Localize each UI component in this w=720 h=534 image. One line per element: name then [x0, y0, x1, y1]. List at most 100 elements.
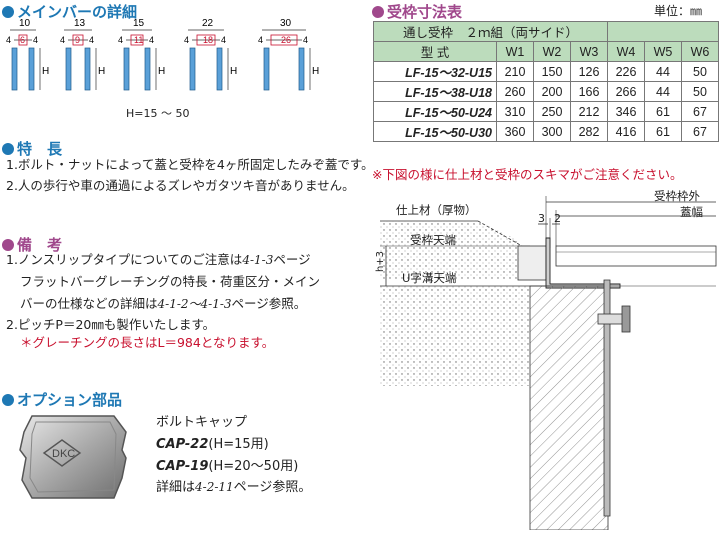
- mainbar-width-label: 15: [133, 18, 145, 29]
- table-row: LF-15～50-U24 310 250 212 346 61 67: [373, 101, 719, 122]
- cap22-line: CAP-22(H=15用): [156, 433, 269, 452]
- notes-text: ページ: [273, 252, 311, 267]
- mainbar-h-label: H: [230, 66, 237, 77]
- value-cell: 360: [496, 121, 534, 142]
- options-title: オプション部品: [2, 389, 122, 410]
- mainbar-inner-label: 18: [203, 35, 213, 45]
- mainbar-width-label: 30: [280, 18, 292, 29]
- bullet-icon: [2, 239, 14, 251]
- mainbar-side-label: 4: [6, 35, 11, 45]
- value-cell: 266: [607, 81, 645, 102]
- cap19-model: CAP-19: [156, 459, 209, 474]
- bolt-cap-image: DKC: [18, 410, 128, 504]
- col-header: W6: [681, 41, 719, 62]
- frame-outer-label: 受枠枠外: [654, 189, 700, 203]
- value-cell: 300: [533, 121, 571, 142]
- mainbar-bar: [144, 47, 151, 91]
- table-group-header: 通し受枠 ２ｍ組（両サイド）: [373, 21, 608, 42]
- mainbar-bar: [65, 47, 72, 91]
- ref-text: ページ参照。: [233, 480, 312, 495]
- model-cell: LF-15～32-U15: [373, 61, 497, 82]
- value-cell: 200: [533, 81, 571, 102]
- mainbar-side-label: 4: [118, 35, 123, 45]
- cap22-model: CAP-22: [156, 437, 209, 452]
- finish-label: 仕上材（厚物）: [396, 203, 477, 217]
- col-header: W1: [496, 41, 534, 62]
- value-cell: 346: [607, 101, 645, 122]
- value-cell: 61: [644, 121, 682, 142]
- gap3-label: 3: [538, 212, 545, 225]
- ref-text: 詳細は: [156, 480, 196, 495]
- model-cell: LF-15～50-U24: [373, 101, 497, 122]
- cap19-spec: (H=20～50用): [208, 459, 299, 474]
- mainbar-side-label: 4: [149, 35, 154, 45]
- notes-title: 備 考: [2, 234, 62, 255]
- notes-text: バーの仕様などの詳細は: [20, 296, 158, 311]
- value-cell: 50: [681, 81, 719, 102]
- mainbar-width-label: 13: [74, 18, 86, 29]
- value-cell: 61: [644, 101, 682, 122]
- cap-ref-line: 詳細は4-2-11ページ参照。: [156, 476, 311, 495]
- features-line-2: 2.人の歩行や車の通過によるズレやガタツキ音がありません。: [6, 178, 355, 193]
- mainbar-side-label: 4: [303, 35, 308, 45]
- mainbar-title: メインバーの詳細: [2, 1, 137, 22]
- value-cell: 212: [570, 101, 608, 122]
- cap22-spec: (H=15用): [208, 437, 269, 452]
- section-note: ※下図の様に仕上材と受枠のスキマがご注意ください。: [372, 167, 683, 182]
- value-cell: 250: [533, 101, 571, 122]
- unit-label: 単位：㎜: [654, 4, 703, 18]
- mainbar-inner-label: 6: [20, 35, 25, 45]
- mainbar-h-label: H: [312, 66, 319, 77]
- mainbar-inner-label: 11: [134, 35, 143, 45]
- features-title: 特 長: [2, 138, 62, 159]
- value-cell: 310: [496, 101, 534, 122]
- mainbar-side-label: 4: [184, 35, 189, 45]
- dkc-logo: DKC: [52, 448, 75, 460]
- bullet-icon: [372, 6, 384, 18]
- lid-width-label: 蓋幅: [680, 205, 703, 219]
- mainbar-inner-box: [130, 34, 144, 46]
- value-cell: 44: [644, 81, 682, 102]
- col-header: W3: [570, 41, 608, 62]
- cap19-line: CAP-19(H=20～50用): [156, 455, 298, 474]
- mainbar-inner-box: [270, 34, 298, 46]
- col-header: W4: [607, 41, 645, 62]
- mainbar-side-label: 4: [221, 35, 226, 45]
- bolt-cap-label: ボルトキャップ: [156, 415, 248, 430]
- mainbar-inner-label: 9: [75, 35, 80, 45]
- model-header: 型 式: [373, 41, 497, 62]
- notes-text: 1.ノンスリップタイプについてのご注意は: [6, 252, 243, 267]
- mainbar-bar: [298, 47, 305, 91]
- table-row: LF-15～32-U15 210 150 126 226 44 50: [373, 61, 719, 82]
- mainbar-inner-box: [72, 34, 84, 46]
- table-row: LF-15～50-U30 360 300 282 416 61 67: [373, 121, 719, 142]
- mainbar-h-label: H: [42, 66, 49, 77]
- bullet-icon: [2, 6, 14, 18]
- value-cell: 416: [607, 121, 645, 142]
- mainbar-bar: [189, 47, 196, 91]
- mainbar-width-label: 10: [19, 18, 31, 29]
- mainbar-side-label: 4: [60, 35, 65, 45]
- features-line-1: 1.ボルト・ナットによって蓋と受枠を4ヶ所固定したみぞ蓋です。: [6, 157, 374, 172]
- frame-top-label: 受枠天端: [410, 233, 456, 247]
- mainbar-width-label: 22: [202, 18, 214, 29]
- notes-line-2: フラットバーグレーチングの特長・荷重区分・メイン: [20, 274, 321, 289]
- mainbar-h-label: H: [98, 66, 105, 77]
- page-ref: 4-1-3: [242, 253, 274, 267]
- notes-line-3: バーの仕様などの詳細は4-1-2～4-1-3ページ参照。: [20, 296, 306, 312]
- value-cell: 226: [607, 61, 645, 82]
- h3-label: h+3: [375, 250, 387, 273]
- mainbar-bar: [263, 47, 270, 91]
- model-cell: LF-15～50-U30: [373, 121, 497, 142]
- mainbar-inner-label: 26: [281, 35, 291, 45]
- mainbar-side-label: 4: [258, 35, 263, 45]
- mainbar-side-label: 4: [89, 35, 94, 45]
- mainbar-bar: [84, 47, 91, 91]
- mainbar-h-range: H=15 ～ 50: [126, 107, 190, 120]
- table-blank-header: [607, 21, 719, 42]
- value-cell: 67: [681, 121, 719, 142]
- mainbar-inner-box: [18, 34, 28, 46]
- mainbar-bar: [216, 47, 223, 91]
- table-title: 受枠寸法表: [372, 1, 462, 22]
